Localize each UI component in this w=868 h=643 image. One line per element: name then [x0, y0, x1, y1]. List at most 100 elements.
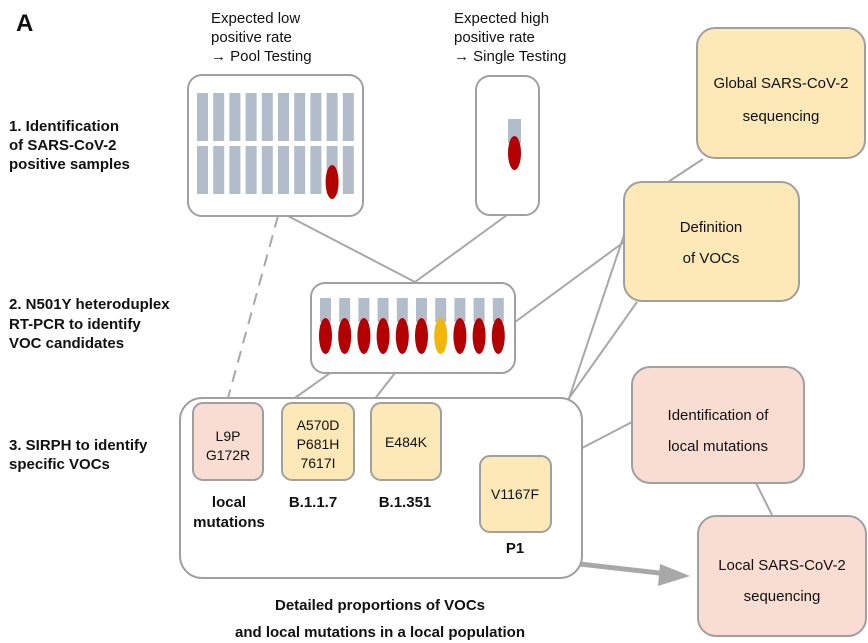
footer-line: Detailed proportions of VOCs — [275, 597, 485, 614]
variant-label-p1: P1 — [506, 540, 524, 557]
pool-tube — [342, 146, 354, 194]
header-pool-line: → Pool Testing — [211, 48, 312, 65]
header-single-line: Expected high — [454, 10, 549, 27]
b1351-mutation-box: E484K — [370, 402, 442, 481]
heteroduplex-tube — [358, 298, 370, 322]
heteroduplex-positive-sample — [472, 318, 486, 354]
heteroduplex-tube — [339, 298, 351, 322]
pool-tube — [310, 146, 322, 194]
pool-tube — [229, 146, 241, 194]
identification-local-mutations-box: Identification of local mutations — [631, 366, 805, 484]
pool-positive-sample — [325, 165, 339, 199]
pool-tube — [213, 146, 225, 194]
step1-line: positive samples — [9, 156, 130, 173]
mutation-label: 7617I — [300, 455, 335, 471]
mutation-label: A570D — [297, 417, 340, 433]
header-single-line: → Single Testing — [454, 48, 566, 65]
heteroduplex-positive-sample — [338, 318, 352, 354]
global-sequencing-box: Global SARS-CoV-2 sequencing — [696, 27, 866, 159]
pool-tube — [245, 93, 257, 141]
heteroduplex-tubes — [319, 298, 505, 354]
pool-tube — [197, 93, 208, 141]
pool-to-heteroduplex-line — [287, 215, 416, 283]
step1-label: 1. Identification of SARS-CoV-2 positive… — [9, 118, 130, 173]
step3-line: 3. SIRPH to identify — [9, 437, 148, 454]
pool-tube — [261, 146, 273, 194]
header-single-line: positive rate — [454, 29, 535, 46]
step1-line: of SARS-CoV-2 — [9, 137, 117, 154]
pool-tube — [229, 93, 241, 141]
step3-line: specific VOCs — [9, 456, 110, 473]
pool-tube — [310, 93, 322, 141]
pool-tube — [278, 93, 289, 141]
header-pool-line: positive rate — [211, 29, 292, 46]
heteroduplex-candidate-sample — [434, 318, 448, 354]
mutation-label: G172R — [206, 447, 250, 463]
box-text: Identification of — [668, 407, 770, 424]
panel-label: A — [16, 10, 33, 37]
heteroduplex-positive-sample — [415, 318, 428, 354]
pool-tube — [342, 93, 354, 141]
local-sequencing-box: Local SARS-CoV-2 sequencing — [697, 515, 867, 637]
footer-line: and local mutations in a local populatio… — [235, 624, 525, 641]
box-text: Global SARS-CoV-2 — [713, 75, 848, 92]
mutation-label: E484K — [385, 434, 428, 450]
p1-mutation-box: V1167F — [479, 455, 552, 533]
header-pool-line: Expected low — [211, 10, 300, 27]
pool-tube — [326, 93, 338, 141]
single-to-heteroduplex-line — [414, 214, 508, 283]
pool-tube — [197, 146, 208, 194]
heteroduplex-tube — [396, 298, 408, 322]
box-text: sequencing — [744, 588, 821, 605]
heteroduplex-tube — [435, 298, 447, 322]
box-text: Local SARS-CoV-2 — [718, 557, 846, 574]
local-mutation-box: L9P G172R — [192, 402, 264, 481]
heteroduplex-to-definition-line — [514, 241, 625, 323]
arrow-to-local-sequencing — [561, 559, 690, 586]
pool-tube — [245, 146, 257, 194]
heteroduplex-tube — [320, 298, 331, 322]
pool-tube — [213, 93, 225, 141]
global-to-definition-line — [667, 158, 704, 183]
sirph-container — [179, 397, 583, 579]
heteroduplex-tube — [473, 298, 485, 322]
sirph-to-identification-line — [581, 421, 633, 449]
mutation-label: L9P — [216, 428, 241, 444]
pool-to-local-dashed-line — [227, 215, 279, 399]
header-single-testing: Expected high positive rate → Single Tes… — [454, 10, 566, 65]
pool-tube — [261, 93, 273, 141]
step2-line: RT-PCR to identify — [9, 316, 141, 333]
step3-label: 3. SIRPH to identify specific VOCs — [9, 437, 148, 473]
variant-label-b117: B.1.1.7 — [289, 494, 337, 511]
variant-label-b1351: B.1.351 — [379, 494, 432, 511]
heteroduplex-positive-sample — [491, 318, 505, 354]
b117-mutation-box: A570D P681H 7617I — [281, 402, 355, 481]
mutation-label: P681H — [297, 436, 340, 452]
heteroduplex-tube — [377, 298, 389, 322]
pool-tubes — [197, 93, 354, 199]
pool-tube — [294, 146, 306, 194]
step2-line: VOC candidates — [9, 335, 124, 352]
box-text: sequencing — [743, 108, 820, 125]
heteroduplex-positive-sample — [453, 318, 467, 354]
heteroduplex-positive-sample — [395, 318, 409, 354]
heteroduplex-positive-sample — [357, 318, 371, 354]
pool-tube — [278, 146, 289, 194]
heteroduplex-tube — [492, 298, 504, 322]
box-text: of VOCs — [683, 250, 740, 267]
heteroduplex-tube — [454, 298, 466, 322]
pool-tube — [294, 93, 306, 141]
step2-label: 2. N501Y heteroduplex RT-PCR to identify… — [9, 296, 170, 352]
identification-to-local-line — [755, 482, 773, 516]
box-text: Definition — [680, 219, 743, 236]
header-pool-testing: Expected low positive rate → Pool Testin… — [211, 10, 312, 65]
definition-of-vocs-box: Definition of VOCs — [623, 181, 800, 302]
heteroduplex-tube — [416, 298, 427, 322]
heteroduplex-positive-sample — [376, 318, 390, 354]
step2-line: 2. N501Y heteroduplex — [9, 296, 170, 313]
single-tube-positive-sample — [508, 136, 521, 170]
step1-line: 1. Identification — [9, 118, 119, 135]
variant-label-local: local — [212, 494, 246, 511]
variant-label-local: mutations — [193, 514, 265, 531]
